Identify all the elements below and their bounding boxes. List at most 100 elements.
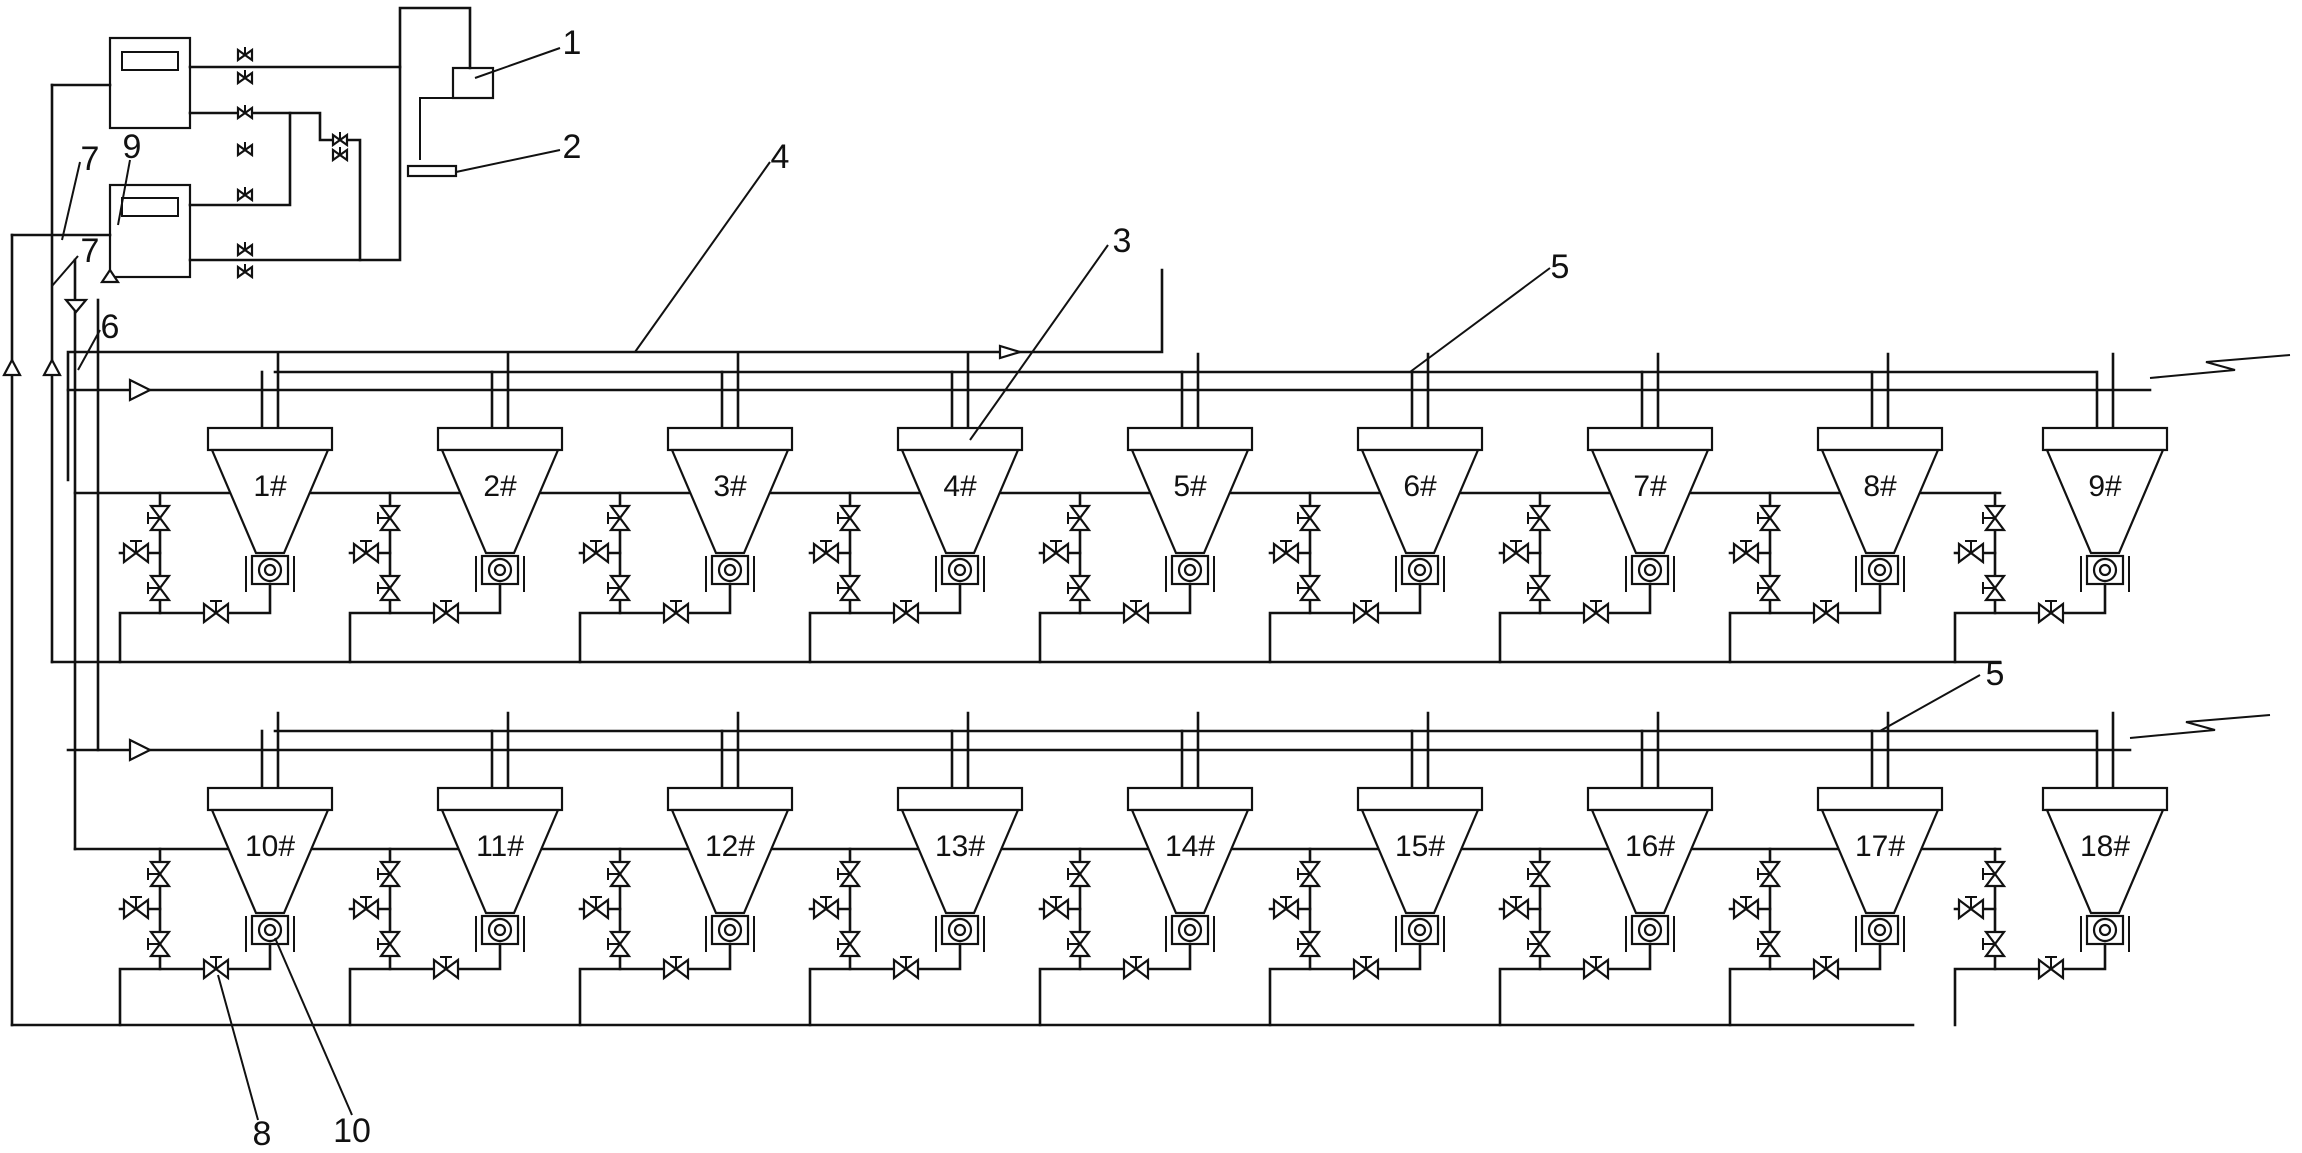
outlet-pipe	[118, 942, 272, 1027]
riser-valve-icon	[836, 504, 861, 532]
outlet-valve-icon	[2037, 599, 2065, 624]
riser-valve-icon	[1526, 574, 1551, 602]
riser-valve-icon	[1066, 860, 1091, 888]
tank-lid	[436, 786, 564, 812]
tank-label: 5#	[1173, 470, 1207, 503]
outlet-pipe	[1498, 942, 1652, 1027]
riser-valve-icon	[376, 860, 401, 888]
tank-lid	[1126, 786, 1254, 812]
drain-valve-icon	[812, 895, 840, 920]
tank: 18#	[1953, 711, 2169, 1027]
drain-valve-icon	[582, 895, 610, 920]
drain-valve-icon	[352, 895, 380, 920]
tank-body	[900, 808, 1020, 915]
tank-lid	[1586, 426, 1714, 452]
outlet-pipe	[348, 582, 502, 664]
leader-line	[217, 974, 259, 1121]
tank-body	[440, 808, 560, 915]
outlet-pipe	[118, 582, 272, 664]
leader-line	[474, 47, 561, 79]
tank-label: 6#	[1403, 470, 1437, 503]
callout-number: 6	[101, 308, 120, 346]
riser-valve-icon	[1981, 574, 2006, 602]
drain-valve-icon	[1957, 895, 1985, 920]
tank-body	[670, 808, 790, 915]
riser-valve-icon	[1756, 860, 1781, 888]
tank-body	[1130, 808, 1250, 915]
drain-valve-icon	[1732, 895, 1760, 920]
tank-lid	[1356, 426, 1484, 452]
outlet-valve-icon	[202, 599, 230, 624]
outlet-pipe	[1268, 942, 1422, 1027]
callout: 4	[634, 138, 790, 353]
callout-number: 8	[253, 1115, 272, 1153]
leader-line	[61, 161, 81, 241]
outlet-valve-icon	[662, 599, 690, 624]
tank-body	[2045, 448, 2165, 555]
tank-label: 15#	[1395, 830, 1445, 863]
tank-lid	[1356, 786, 1484, 812]
tank-label: 14#	[1165, 830, 1215, 863]
tank-array: 1#2#3#4#5#6#7#8#9#10#11#12#13#14#15#16#1…	[118, 352, 2169, 1027]
tank-body	[1820, 808, 1940, 915]
outlet-pipe	[1728, 582, 1882, 664]
leader-line	[1879, 674, 1981, 732]
outlet-valve-icon	[1812, 599, 1840, 624]
callout: 8	[217, 974, 272, 1153]
riser-valve-icon	[836, 860, 861, 888]
tank-label: 11#	[476, 830, 524, 863]
tank-body	[900, 448, 1020, 555]
tank-label: 8#	[1863, 470, 1897, 503]
tank: 14#	[1038, 711, 1254, 1027]
callout-number: 7	[81, 140, 100, 178]
outlet-valve-icon	[1122, 955, 1150, 980]
riser-valve-icon	[1981, 504, 2006, 532]
outlet-valve-icon	[1812, 955, 1840, 980]
riser-valve-icon	[146, 574, 171, 602]
tank-body	[1590, 448, 1710, 555]
callout-number: 4	[771, 138, 790, 176]
tank: 17#	[1728, 711, 1944, 1027]
tank: 10#	[118, 711, 334, 1027]
tank: 8#	[1728, 352, 1944, 664]
drain-valve-icon	[1502, 895, 1530, 920]
riser-valve-icon	[146, 860, 171, 888]
callout-number: 1	[563, 24, 582, 62]
tank-label: 17#	[1855, 830, 1905, 863]
drain-valve-icon	[1502, 539, 1530, 564]
outlet-valve-icon	[662, 955, 690, 980]
callout: 6	[77, 308, 120, 371]
outlet-pipe	[1953, 582, 2107, 664]
leader-line	[51, 255, 79, 287]
tank: 6#	[1268, 352, 1484, 664]
drain-valve-icon	[1042, 539, 1070, 564]
outlet-pipe	[808, 582, 962, 664]
callout-number: 9	[123, 128, 142, 166]
callout-number: 5	[1551, 248, 1570, 286]
tank: 2#	[348, 352, 564, 664]
drain-valve-icon	[1957, 539, 1985, 564]
control-units	[2, 6, 1024, 762]
riser-valve-icon	[606, 860, 631, 888]
tank: 1#	[118, 352, 334, 664]
tank-label: 4#	[943, 470, 977, 503]
riser-valve-icon	[1296, 504, 1321, 532]
riser-valve-icon	[1066, 930, 1091, 958]
outlet-valve-icon	[2037, 955, 2065, 980]
tank-lid	[436, 426, 564, 452]
leader-line	[634, 161, 771, 353]
callout: 3	[969, 222, 1131, 441]
riser-valve-icon	[146, 930, 171, 958]
tank-body	[210, 808, 330, 915]
outlet-valve-icon	[432, 599, 460, 624]
riser-valve-icon	[606, 504, 631, 532]
drain-valve-icon	[1272, 539, 1300, 564]
outlet-pipe	[578, 942, 732, 1027]
outlet-pipe	[1038, 942, 1192, 1027]
outlet-pipe	[1268, 582, 1422, 664]
tank-body	[1590, 808, 1710, 915]
callout-number: 2	[563, 128, 582, 166]
tank: 9#	[1953, 352, 2169, 664]
callout: 2	[455, 128, 582, 173]
